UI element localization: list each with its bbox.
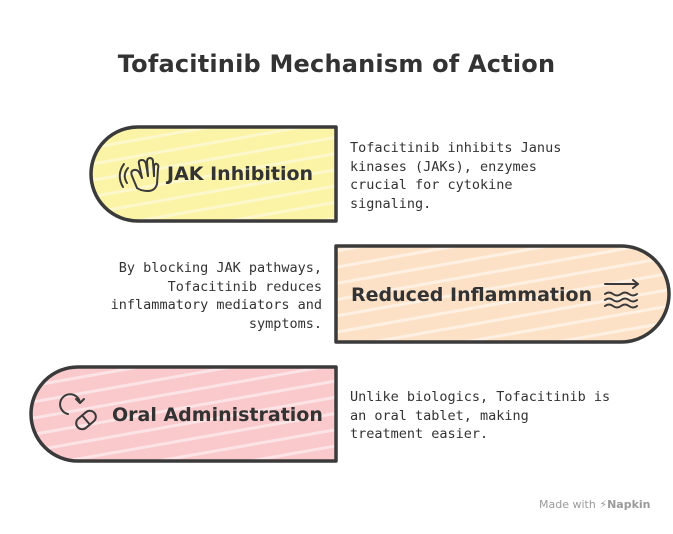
description-line: an oral tablet, making [350,407,529,424]
description-line: Tofacitinib inhibits Janus [350,140,562,156]
oral-administration-description: Unlike biologics, Tofacitinib is an oral… [350,388,610,444]
oral-administration-label: Oral Administration [112,404,323,426]
description-line: By blocking JAK pathways, [118,260,322,276]
pill-cycle-icon [59,393,97,431]
napkin-logo-icon: ⚡ [599,498,608,511]
jak-inhibition-description: Tofacitinib inhibits Janus kinases (JAKs… [350,139,561,213]
reduced-inflammation-card [334,244,671,344]
made-with-napkin-footer[interactable]: Made with ⚡Napkin [539,498,650,511]
description-line: Unlike biologics, Tofacitinib is [350,389,611,405]
hand-waving-icon [118,157,160,192]
description-line: treatment easier. [350,426,489,442]
description-line: Tofacitinib reduces [167,278,322,295]
oral-administration-card [29,365,338,463]
napkin-brand: Napkin [607,498,651,511]
description-line: kinases (JAKs), enzymes [350,158,537,175]
description-line: inflammatory mediators and [110,297,322,313]
diagram-title: Tofacitinib Mechanism of Action [117,50,556,78]
reduced-inflammation-description: By blocking JAK pathways, Tofacitinib re… [80,259,322,333]
description-line: signaling. [350,195,432,212]
jak-inhibition-label: JAK Inhibition [167,163,314,185]
description-line: crucial for cytokine [350,177,513,193]
waves-arrow-icon [604,279,639,309]
description-line: symptoms. [248,315,322,332]
jak-inhibition-card [89,125,338,223]
reduced-inflammation-label: Reduced Inflammation [351,284,593,306]
made-with-label: Made with [539,498,596,511]
